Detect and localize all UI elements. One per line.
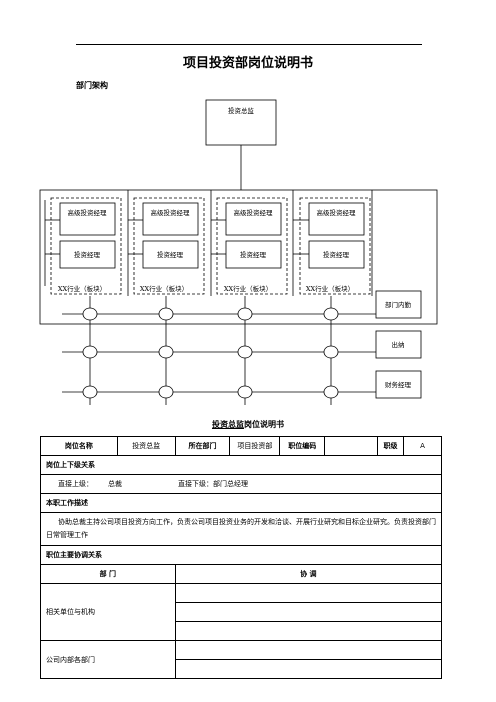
header-reporting-relationship: 岗位上下级关系 [40,455,442,475]
coordination-cell [174,602,443,622]
senior-manager-label-4: 高级投资经理 [317,208,357,217]
table-row: 本职工作描述 [40,493,442,513]
sector-group-3 [216,197,288,295]
superior-label: 直接上级： [58,480,93,488]
senior-manager-label-2: 高级投资经理 [151,208,191,217]
org-box-admin [375,290,422,319]
header-coordination: 职位主要协调关系 [40,545,442,565]
org-outer-frame [39,189,438,325]
table-row: 岗位上下级关系 [40,455,442,475]
sector-group-4 [299,197,371,295]
header-duty-description: 本职工作描述 [40,493,442,513]
coordination-cell [174,621,443,641]
sector-group-1 [50,197,122,295]
table-row: 协助总裁主持公司项目投资方向工作，负责公司项目投资业务的开发和洽谈、开展行业研究… [40,512,442,546]
manager-label-4: 投资经理 [323,250,350,259]
sector-group-2 [133,197,205,295]
senior-manager-label-1: 高级投资经理 [68,208,108,217]
subtitle-suffix: 岗位说明书 [244,420,284,429]
sector-label-2: XX行业（板块） [140,284,188,293]
subordinate-value: 直接下级：部门总经理 [178,480,248,488]
group-external-units: 相关单位与机构 [40,583,176,641]
value-position-code [324,436,379,456]
document-title: 项目投资部岗位说明书 [182,56,313,71]
table-row: 部 门 协 调 [40,564,443,584]
label-position-name: 岗位名称 [40,436,118,456]
label-department: 所在部门 [174,436,231,456]
coordination-cell [174,640,443,660]
section-subtitle: 投资总监岗位说明书 [0,419,496,430]
org-chart: 投资总监 高级投资经理 高级投资经理 高级投资经理 高级投资经理 投资经理 投资… [39,99,438,405]
section-label-structure: 部门架构 [76,81,108,90]
sector-label-1: XX行业（板块） [58,284,106,293]
table-row: 相关单位与机构 [40,583,443,641]
org-box-cashier [375,330,422,359]
label-position-code: 职位编码 [279,436,326,456]
senior-manager-label-3: 高级投资经理 [234,208,274,217]
job-description-table: 岗位名称 投资总监 所在部门 项目投资部 职位编码 职级 A 岗位上下级关系 直… [40,436,443,679]
org-top-label: 投资总监 [228,106,255,115]
reporting-line: 直接上级： 总裁 直接下级：部门总经理 [40,474,442,494]
table-row: 岗位名称 投资总监 所在部门 项目投资部 职位编码 职级 A [40,436,442,456]
table-row: 直接上级： 总裁 直接下级：部门总经理 [40,474,442,494]
sector-label-3: XX行业（板块） [224,284,272,293]
sector-label-4: XX行业（板块） [306,284,354,293]
value-level: A [403,436,442,456]
value-department: 项目投资部 [229,436,281,456]
coordination-cell [174,583,443,603]
right-box-label-2: 出纳 [392,340,405,349]
coordination-cell [174,659,443,679]
duty-description-text: 协助总裁主持公司项目投资方向工作，负责公司项目投资业务的开发和洽谈、开展行业研究… [40,512,442,546]
column-header-coordination: 协 调 [174,564,443,584]
manager-label-1: 投资经理 [74,250,101,259]
right-box-label-1: 部门内勤 [385,300,412,309]
table-row [41,659,443,679]
label-level: 职级 [377,436,405,456]
header-rule [76,44,422,45]
superior-value: 总裁 [108,480,122,488]
org-box-finance [375,370,422,399]
column-header-department: 部 门 [40,564,176,584]
subtitle-position: 投资总监 [212,420,244,429]
value-position-name: 投资总监 [116,436,176,456]
right-box-label-3: 财务经理 [385,380,412,389]
group-internal-departments: 公司内部各部门 [40,640,176,679]
manager-label-2: 投资经理 [157,250,184,259]
manager-label-3: 投资经理 [240,250,267,259]
table-row: 职位主要协调关系 [40,545,442,565]
table-row: 公司内部各部门 [40,640,443,679]
